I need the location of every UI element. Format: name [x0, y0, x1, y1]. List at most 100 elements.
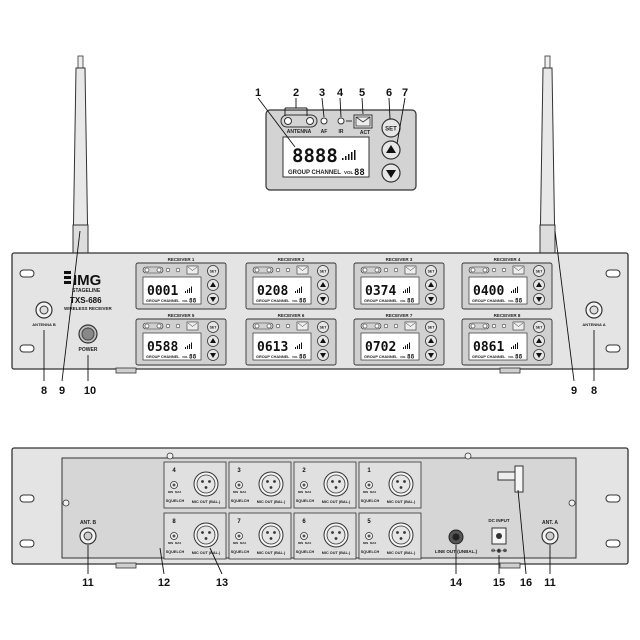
up-arrow-icon [320, 282, 326, 287]
receiver-group-channel: GROUP CHANNEL [364, 299, 398, 303]
receiver-act-button[interactable] [186, 265, 199, 275]
squelch-label: SQUELCH [361, 550, 380, 554]
up-arrow-icon [320, 338, 326, 343]
receiver-title: RECEIVER 1 [168, 257, 195, 262]
squelch-min-label: MIN [168, 490, 173, 494]
receiver-vol-digits: 88 [299, 354, 307, 361]
envelope-icon [187, 322, 198, 327]
receiver-vol-label: VOL [400, 299, 406, 303]
receiver-ir-led [393, 267, 399, 273]
set-button-label: SET [385, 127, 397, 133]
channel-number: 7 [237, 519, 241, 525]
receiver-af-led [491, 323, 497, 329]
receiver-act-button[interactable] [512, 265, 525, 275]
set-icon: SET [428, 326, 436, 330]
signal-bars-icon [511, 286, 518, 293]
ant-a-label: ANT. A [542, 520, 558, 526]
receiver-group-channel: GROUP CHANNEL [256, 299, 290, 303]
signal-bars-icon [403, 342, 410, 349]
receiver-title: RECEIVER 4 [494, 257, 521, 262]
detail-ir-label: IR [339, 129, 344, 135]
callout-10: 10 [84, 385, 96, 397]
receiver-act-button[interactable] [296, 321, 309, 331]
signal-bars-icon [185, 286, 192, 293]
receiver-antenna-indicator [360, 266, 382, 274]
receiver-act-button[interactable] [186, 321, 199, 331]
xlr-connector[interactable] [258, 522, 284, 548]
squelch-min-label: MIN [168, 541, 173, 545]
xlr-connector[interactable] [388, 522, 414, 548]
envelope-icon [297, 266, 308, 271]
xlr-connector[interactable] [388, 471, 414, 497]
squelch-label: SQUELCH [231, 550, 250, 554]
mic-out-label: MIC OUT (BAL.) [257, 500, 286, 504]
xlr-connector[interactable] [193, 471, 219, 497]
squelch-max-label: MAX [370, 541, 376, 545]
receiver-set-button[interactable] [425, 265, 437, 277]
channel-number: 5 [367, 519, 371, 525]
callout-15: 15 [493, 577, 505, 589]
receiver-vol-digits: 88 [515, 298, 523, 305]
af-led [320, 117, 328, 125]
dc-input-label: DC INPUT [488, 518, 510, 523]
receiver-act-button[interactable] [404, 265, 417, 275]
receiver-act-button[interactable] [404, 321, 417, 331]
channel-number: 6 [302, 519, 306, 525]
receiver-set-button[interactable] [533, 265, 545, 277]
receiver-ir-led [175, 323, 181, 329]
receiver-title: RECEIVER 3 [386, 257, 413, 262]
receiver-set-button[interactable] [317, 265, 329, 277]
mic-out-label: MIC OUT (BAL.) [322, 500, 351, 504]
act-button[interactable] [353, 114, 373, 129]
signal-bars-icon [295, 286, 302, 293]
detail-antenna-label: ANTENNA [287, 129, 312, 135]
xlr-connector[interactable] [258, 471, 284, 497]
mic-out-label: MIC OUT (BAL.) [257, 551, 286, 555]
receiver-act-button[interactable] [512, 321, 525, 331]
envelope-icon [513, 322, 524, 327]
receiver-set-button[interactable] [317, 321, 329, 333]
squelch-label: SQUELCH [296, 550, 315, 554]
xlr-connector[interactable] [323, 522, 349, 548]
set-icon: SET [320, 270, 328, 274]
up-arrow-icon [536, 282, 542, 287]
channel-number: 4 [172, 468, 176, 474]
xlr-connector[interactable] [323, 471, 349, 497]
mic-out-label: MIC OUT (BAL.) [322, 551, 351, 555]
receiver-set-button[interactable] [207, 265, 219, 277]
up-arrow-icon [210, 282, 216, 287]
down-arrow-icon [210, 353, 216, 358]
down-arrow-icon [320, 353, 326, 358]
envelope-icon [187, 266, 198, 271]
callout-8-left: 8 [41, 385, 47, 397]
receiver-ir-led [175, 267, 181, 273]
callouts-rear [87, 489, 551, 575]
mic-out-label: MIC OUT (BAL.) [192, 551, 221, 555]
receiver-set-button[interactable] [533, 321, 545, 333]
squelch-label: SQUELCH [361, 499, 380, 503]
down-arrow-icon [428, 353, 434, 358]
squelch-max-label: MAX [305, 490, 311, 494]
receiver-ir-led [393, 323, 399, 329]
detail-act-label: ACT [360, 130, 370, 136]
receiver-set-button[interactable] [425, 321, 437, 333]
receiver-group-channel: GROUP CHANNEL [146, 355, 180, 359]
receiver-set-button[interactable] [207, 321, 219, 333]
receiver-vol-digits: 88 [515, 354, 523, 361]
set-icon: SET [428, 270, 436, 274]
receiver-act-button[interactable] [296, 265, 309, 275]
detail-lcd-digits: 8888 [292, 145, 338, 167]
callout-7: 7 [402, 87, 408, 99]
xlr-connector[interactable] [193, 522, 219, 548]
channel-number: 2 [302, 468, 306, 474]
